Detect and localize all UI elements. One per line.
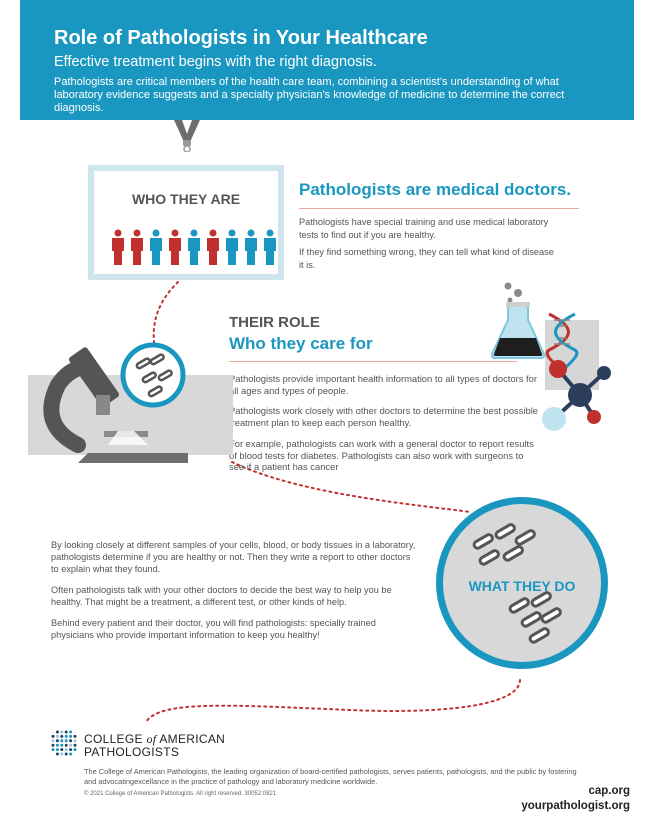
logo-word: PATHOLOGISTS xyxy=(84,745,180,759)
copyright: © 2021 College of American Pathologists.… xyxy=(84,791,277,797)
who-paragraph-1: Pathologists have special training and u… xyxy=(299,217,549,240)
person-icon xyxy=(150,238,162,265)
page-title: Role of Pathologists in Your Healthcare xyxy=(54,27,428,49)
logo-dot xyxy=(51,748,55,752)
logo-dot xyxy=(55,734,59,738)
their-role-heading: THEIR ROLE xyxy=(229,314,320,331)
what-paragraph-2: Often pathologists talk with your other … xyxy=(51,585,392,607)
logo-dot xyxy=(60,748,64,752)
logo-dot xyxy=(73,734,77,738)
footer-links: cap.org yourpathologist.org xyxy=(521,784,630,814)
logo-dot xyxy=(55,752,59,756)
yourpathologist-link[interactable]: yourpathologist.org xyxy=(521,800,630,812)
divider xyxy=(229,361,517,362)
cap-logo-text: COLLEGE of AMERICAN PATHOLOGISTS xyxy=(84,733,225,759)
cells-icon xyxy=(472,523,562,644)
who-paragraph-2: If they find something wrong, they can t… xyxy=(299,247,554,270)
person-icon xyxy=(169,238,181,265)
person-icon xyxy=(264,238,276,265)
logo-dot xyxy=(55,743,59,747)
logo-dot xyxy=(69,748,73,752)
logo-dot xyxy=(64,734,68,738)
lab-background xyxy=(545,320,599,390)
person-icon xyxy=(133,229,141,237)
divider xyxy=(299,208,579,209)
logo-dot xyxy=(73,739,77,743)
logo-dot xyxy=(55,730,59,734)
header-banner: Role of Pathologists in Your Healthcare … xyxy=(20,0,634,120)
what-paragraph-1: By looking closely at different samples … xyxy=(51,540,416,574)
role-paragraph-1: Pathologists provide important health in… xyxy=(229,373,537,396)
person-icon xyxy=(228,229,236,237)
person-icon xyxy=(209,229,217,237)
lanyard-icon xyxy=(174,120,200,152)
logo-word: COLLEGE xyxy=(84,732,147,746)
flask-icon xyxy=(490,282,546,359)
logo-dot xyxy=(64,739,68,743)
logo-dot xyxy=(55,748,59,752)
logo-dot xyxy=(60,739,64,743)
person-icon xyxy=(226,238,238,265)
role-paragraph-2: Pathologists work closely with other doc… xyxy=(229,405,539,428)
what-they-do-title: WHAT THEY DO xyxy=(468,578,576,594)
footer-description: The College of American Pathologists, th… xyxy=(84,767,577,786)
logo-dot xyxy=(69,752,73,756)
person-icon xyxy=(171,229,179,237)
logo-dot xyxy=(73,748,77,752)
logo-dot xyxy=(55,739,59,743)
logo-dot xyxy=(51,743,55,747)
logo-dot xyxy=(60,743,64,747)
logo-dot xyxy=(64,743,68,747)
logo-dot xyxy=(64,730,68,734)
badge-title: WHO THEY ARE xyxy=(131,191,241,207)
person-icon xyxy=(112,238,124,265)
what-they-do-circle: WHAT THEY DO xyxy=(436,497,608,669)
logo-dot xyxy=(64,748,68,752)
logo-dot xyxy=(51,739,55,743)
logo-dot xyxy=(64,752,68,756)
logo-dot xyxy=(51,734,55,738)
people-icon xyxy=(112,229,276,265)
who-they-are-badge: WHO THEY ARE xyxy=(88,165,284,280)
logo-dot xyxy=(60,730,64,734)
cap-logo-icon xyxy=(51,730,77,756)
page-subtitle: Effective treatment begins with the righ… xyxy=(54,54,377,70)
person-icon xyxy=(152,229,160,237)
who-they-care-for-heading: Who they care for xyxy=(229,334,373,353)
logo-dot xyxy=(60,752,64,756)
person-icon xyxy=(131,238,143,265)
logo-word: AMERICAN xyxy=(156,732,226,746)
logo-dot xyxy=(69,734,73,738)
medical-doctors-heading: Pathologists are medical doctors. xyxy=(299,180,572,199)
intro-text: Pathologists are critical members of the… xyxy=(54,76,565,114)
logo-word: of xyxy=(146,732,157,746)
logo-dot xyxy=(60,734,64,738)
person-icon xyxy=(266,229,274,237)
logo-dot xyxy=(69,739,73,743)
logo-dot xyxy=(73,743,77,747)
microscope-icon xyxy=(43,342,188,463)
logo-dot xyxy=(69,743,73,747)
person-icon xyxy=(247,229,255,237)
cap-link[interactable]: cap.org xyxy=(588,785,630,797)
person-icon xyxy=(245,238,257,265)
logo-dot xyxy=(69,730,73,734)
person-icon xyxy=(207,238,219,265)
person-icon xyxy=(190,229,198,237)
person-icon xyxy=(114,229,122,237)
person-icon xyxy=(188,238,200,265)
role-paragraph-3: For example, pathologists can work with … xyxy=(229,438,534,472)
what-paragraph-3: Behind every patient and their doctor, y… xyxy=(51,618,376,640)
molecule-icon xyxy=(542,360,611,431)
